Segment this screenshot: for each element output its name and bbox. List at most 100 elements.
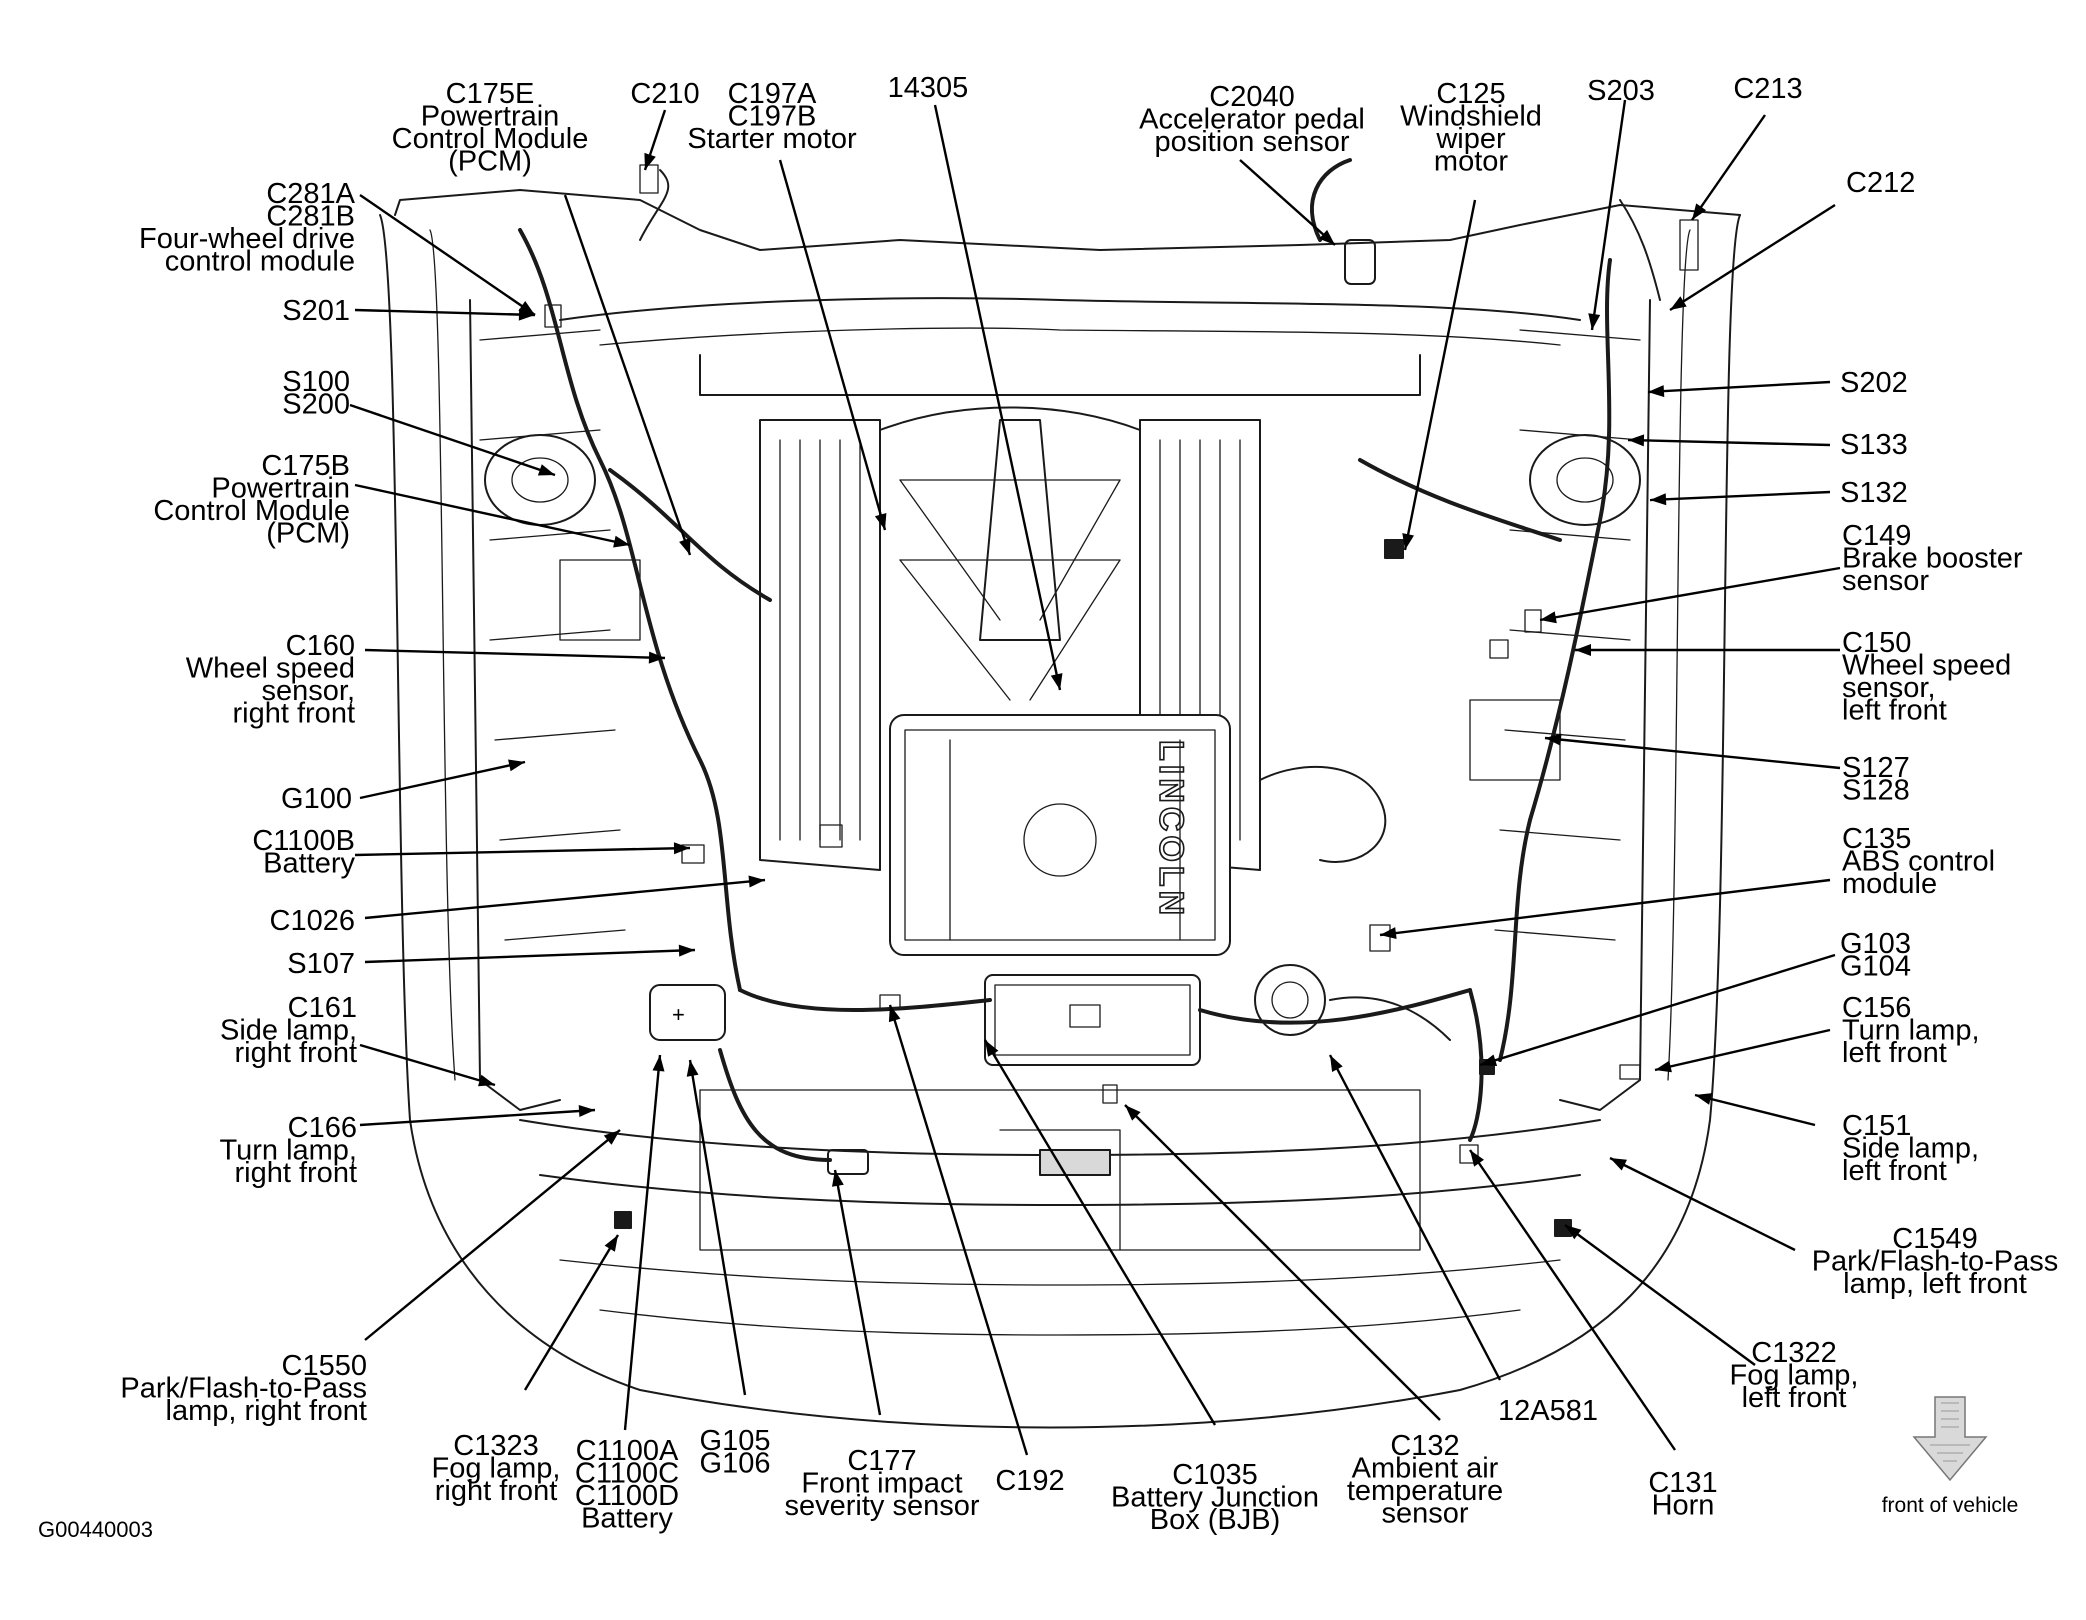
callout-line: Horn <box>1652 1490 1715 1522</box>
callout-line: C135 <box>1842 823 1911 855</box>
arrowhead <box>1610 1158 1627 1171</box>
callout-line: right front <box>233 698 356 730</box>
callout-line: S203 <box>1587 75 1655 107</box>
arrowhead <box>1588 313 1601 330</box>
callout-line: Starter motor <box>687 123 857 155</box>
callout-g100: G100 <box>281 783 352 815</box>
arrowhead <box>604 1235 618 1252</box>
callout-line: Ambient air <box>1352 1453 1499 1485</box>
arrowhead <box>678 944 695 957</box>
callout-line: motor <box>1434 146 1508 178</box>
callout-line: Battery <box>581 1503 673 1535</box>
callout-s133: S133 <box>1840 429 1908 461</box>
arrowhead <box>1480 1054 1498 1066</box>
callout-line: (PCM) <box>266 518 350 550</box>
callout-line: Side lamp, <box>220 1015 357 1047</box>
arrowhead <box>673 842 690 855</box>
front-of-vehicle-arrow-icon <box>1912 1396 1988 1482</box>
callout-line: left front <box>1842 1155 1947 1187</box>
callout-line: S202 <box>1840 367 1908 399</box>
callout-line: C1100C <box>575 1458 679 1490</box>
arrowhead <box>832 1170 844 1187</box>
callout-line: C160 <box>286 630 355 662</box>
arrowhead <box>613 535 630 548</box>
arrowhead <box>648 651 665 664</box>
callout-line: module <box>1842 868 1937 900</box>
arrowhead <box>1650 493 1667 506</box>
callout-line: C132 <box>1390 1430 1459 1462</box>
arrowhead <box>518 308 535 321</box>
arrowhead <box>578 1105 595 1117</box>
callout-line: Powertrain <box>421 101 560 133</box>
callout-line: control module <box>165 246 355 278</box>
callout-line: C1550 <box>282 1350 367 1382</box>
arrowhead <box>1319 229 1335 245</box>
callout-line: 12A581 <box>1498 1395 1598 1427</box>
callout-line: C210 <box>630 78 699 110</box>
callout-line: sensor <box>1381 1498 1468 1530</box>
callout-line: S133 <box>1840 429 1908 461</box>
callout-line: sensor, <box>262 675 356 707</box>
arrowhead <box>1575 644 1591 656</box>
callout-c213: C213 <box>1733 73 1802 105</box>
callout-line: position sensor <box>1154 126 1349 158</box>
callout-line: C197B <box>728 101 817 133</box>
callout-line: lamp, right front <box>166 1395 367 1427</box>
callout-line: C197A <box>728 78 817 110</box>
arrowhead <box>679 537 691 555</box>
callout-line: Brake booster <box>1842 543 2023 575</box>
callout-line: Powertrain <box>211 473 350 505</box>
callout-line: C151 <box>1842 1110 1911 1142</box>
callout-line: right front <box>235 1157 358 1189</box>
callout-line: Control Module <box>392 123 589 155</box>
callout-s203: S203 <box>1587 75 1655 107</box>
callout-line: temperature <box>1347 1475 1503 1507</box>
callout-line: Wheel speed <box>1842 650 2011 682</box>
callout-line: C192 <box>995 1465 1064 1497</box>
callout-line: S200 <box>282 389 350 421</box>
arrowhead <box>874 513 887 530</box>
callout-line: C1035 <box>1172 1459 1257 1491</box>
callout-s132: S132 <box>1840 477 1908 509</box>
callout-line: Wheel speed <box>186 653 355 685</box>
callout-line: Battery Junction <box>1111 1482 1319 1514</box>
arrowhead <box>888 1005 901 1023</box>
arrowhead <box>686 1060 699 1077</box>
arrowhead <box>644 152 656 170</box>
callout-line: C175B <box>261 450 350 482</box>
callout-line: C1100B <box>252 825 355 857</box>
callout-s201: S201 <box>282 295 350 327</box>
callout-line: C212 <box>1846 167 1915 199</box>
callout-line: C175E <box>446 78 535 110</box>
arrowhead <box>1648 385 1665 398</box>
callout-line: left front <box>1742 1382 1847 1414</box>
callout-line: sensor <box>1842 565 1929 597</box>
callout-line: C1100D <box>575 1480 679 1512</box>
callout-line: Side lamp, <box>1842 1133 1979 1165</box>
callout-line: C166 <box>288 1112 357 1144</box>
callout-line: Turn lamp, <box>1842 1015 1980 1047</box>
callout-line: S132 <box>1840 477 1908 509</box>
callout-line: C150 <box>1842 627 1911 659</box>
callout-line: G104 <box>1840 951 1911 983</box>
callout-line: ABS control <box>1842 846 1995 878</box>
callout-line: C125 <box>1436 78 1505 110</box>
callout-line: C213 <box>1733 73 1802 105</box>
engine-cover-logo: LINCOLN <box>1152 740 1190 919</box>
callout-line: C1026 <box>270 905 355 937</box>
arrowhead <box>537 464 555 476</box>
